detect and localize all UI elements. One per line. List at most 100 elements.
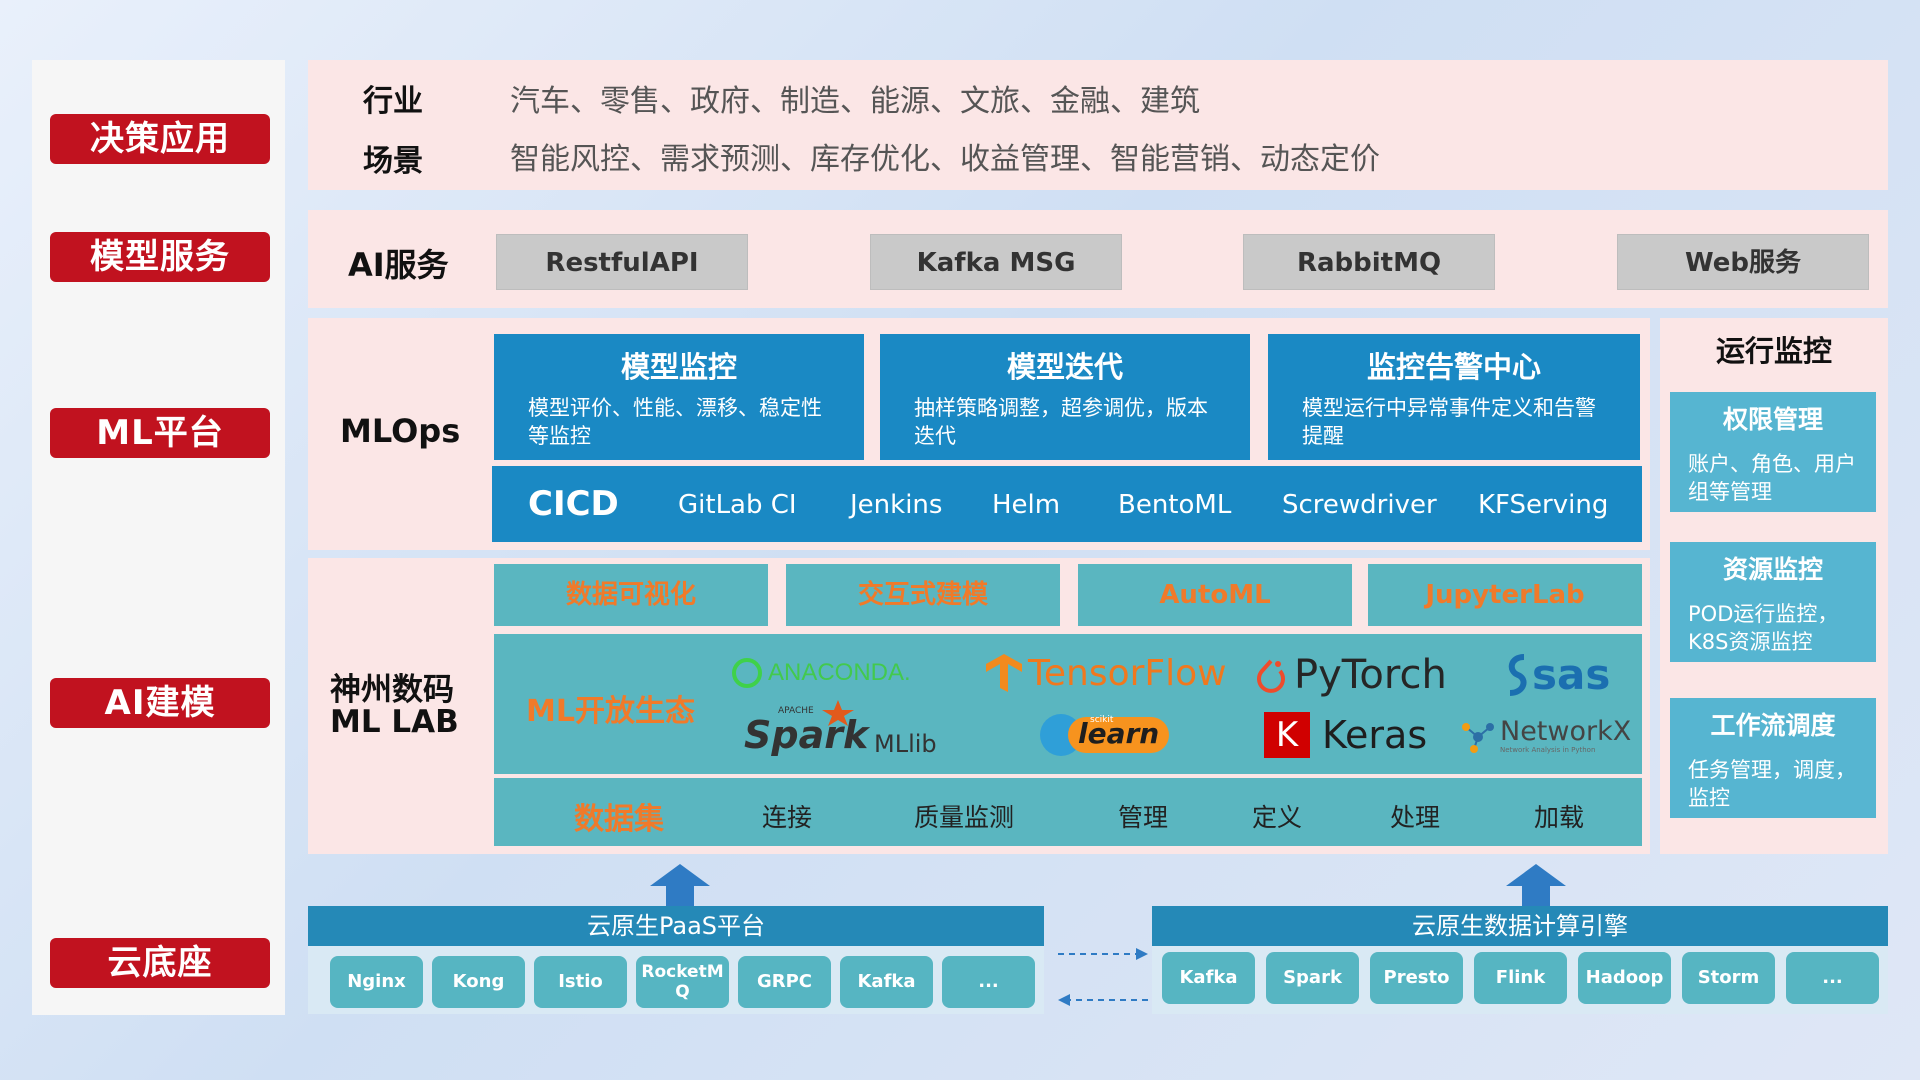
cicd-helm: Helm <box>992 490 1061 520</box>
resource-monitor-box: 资源监控 POD运行监控，K8S资源监控 <box>1670 542 1876 662</box>
tool-interactive-modeling: 交互式建模 <box>786 564 1060 626</box>
keras-text: Keras <box>1322 713 1428 757</box>
model-iterate-desc: 抽样策略调整，超参调优，版本迭代 <box>914 396 1208 448</box>
chip-storm: Storm <box>1682 952 1775 1004</box>
workflow-box: 工作流调度 任务管理，调度，监控 <box>1670 698 1876 818</box>
layer-label-cloud-base: 云底座 <box>50 938 270 988</box>
cicd-screwdriver: Screwdriver <box>1282 490 1437 520</box>
dataset-define: 定义 <box>1252 803 1303 832</box>
chip-kafka-paas: Kafka <box>840 956 933 1008</box>
permission-desc: 账户、角色、用户组等管理 <box>1688 452 1856 504</box>
layer-label-model-service: 模型服务 <box>50 232 270 282</box>
tool-automl: AutoML <box>1078 564 1352 626</box>
networkx-text-group: NetworkX Network Analysis in Python <box>1500 716 1632 755</box>
mllib-text: MLlib <box>874 730 937 758</box>
alert-center-title: 监控告警中心 <box>1366 350 1541 384</box>
cicd-label: CICD <box>528 484 619 524</box>
cicd-gitlab: GitLab CI <box>678 490 797 520</box>
service-web: Web服务 <box>1617 234 1869 290</box>
pytorch-logo: PyTorch <box>1254 652 1447 698</box>
ai-service-title: AI服务 <box>348 246 449 284</box>
tool-jupyterlab: JupyterLab <box>1368 564 1642 626</box>
mllab-title-line2: ML LAB <box>330 704 459 740</box>
chip-spark: Spark <box>1266 952 1359 1004</box>
layer-label-ml-platform: ML平台 <box>50 408 270 458</box>
chip-istio: Istio <box>534 956 627 1008</box>
service-kafka-msg: Kafka MSG <box>870 234 1122 290</box>
spark-apache-text: APACHE <box>778 706 814 716</box>
permission-box: 权限管理 账户、角色、用户组等管理 <box>1670 392 1876 512</box>
industry-items: 汽车、零售、政府、制造、能源、文旅、金融、建筑 <box>510 84 1200 119</box>
sklearn-logo: scikit learn <box>1040 714 1170 756</box>
tensorflow-logo: TensorFlow <box>984 652 1227 694</box>
layer-label-decision: 决策应用 <box>50 114 270 164</box>
tensorflow-icon <box>986 654 1022 692</box>
pytorch-text: PyTorch <box>1294 652 1447 698</box>
resource-monitor-title: 资源监控 <box>1722 555 1823 584</box>
dataset-connect: 连接 <box>762 803 813 832</box>
compute-chip-row: Kafka Spark Presto Flink Hadoop Storm ..… <box>1152 946 1888 1014</box>
dataset-bar: 数据集 连接 质量监测 管理 定义 处理 加载 <box>494 778 1642 846</box>
chip-more-paas: ... <box>942 956 1035 1008</box>
ai-service-block: AI服务 RestfulAPI Kafka MSG RabbitMQ Web服务 <box>308 210 1888 308</box>
networkx-icon <box>1462 723 1494 753</box>
spark-logo: APACHE Spark <box>744 706 868 754</box>
up-arrow-compute <box>1506 864 1566 906</box>
connector-arrows <box>1058 948 1148 1006</box>
ml-ecosystem-label: ML开放生态 <box>526 694 695 729</box>
layer-label-ai-modeling: AI建模 <box>50 678 270 728</box>
compute-title: 云原生数据计算引擎 <box>1152 906 1888 946</box>
chip-flink: Flink <box>1474 952 1567 1004</box>
service-restfulapi: RestfulAPI <box>496 234 748 290</box>
run-monitor-title: 运行监控 <box>1715 334 1832 368</box>
mlops-block: MLOps 模型监控 模型评价、性能、漂移、稳定性等监控 模型迭代 抽样策略调整… <box>308 318 1650 550</box>
anaconda-logo: ANACONDA. <box>732 658 911 688</box>
anaconda-text: ANACONDA. <box>768 659 911 686</box>
paas-chip-row: Nginx Kong Istio RocketMQ GRPC Kafka ... <box>308 946 1044 1014</box>
chip-nginx: Nginx <box>330 956 423 1008</box>
dataset-quality: 质量监测 <box>914 803 1015 832</box>
resource-monitor-desc: POD运行监控，K8S资源监控 <box>1688 602 1839 654</box>
industry-label: 行业 <box>363 84 423 119</box>
industry-block: 行业 汽车、零售、政府、制造、能源、文旅、金融、建筑 场景 智能风控、需求预测、… <box>308 60 1888 190</box>
model-iterate-title: 模型迭代 <box>1006 350 1123 384</box>
chip-kafka-compute: Kafka <box>1162 952 1255 1004</box>
chip-grpc: GRPC <box>738 956 831 1008</box>
tool-data-visualization: 数据可视化 <box>494 564 768 626</box>
pytorch-icon <box>1257 659 1285 693</box>
keras-icon: K <box>1264 712 1310 758</box>
dataset-manage: 管理 <box>1118 803 1169 832</box>
workflow-desc: 任务管理，调度，监控 <box>1688 758 1856 810</box>
sklearn-top-text: scikit <box>1090 715 1114 725</box>
mllab-block: 神州数码 ML LAB 数据可视化 交互式建模 AutoML JupyterLa… <box>308 558 1650 854</box>
scene-label: 场景 <box>363 144 423 179</box>
sklearn-badge: scikit learn <box>1068 715 1170 753</box>
tensorflow-text: TensorFlow <box>1028 652 1227 694</box>
model-monitor-desc: 模型评价、性能、漂移、稳定性等监控 <box>528 396 822 448</box>
dataset-label: 数据集 <box>574 802 664 837</box>
networkx-logo: NetworkX Network Analysis in Python <box>1460 718 1631 754</box>
up-arrow-paas <box>650 864 710 906</box>
dataset-load: 加载 <box>1534 803 1585 832</box>
cicd-jenkins: Jenkins <box>850 490 943 520</box>
networkx-text: NetworkX <box>1500 716 1632 747</box>
run-monitor-block: 运行监控 权限管理 账户、角色、用户组等管理 资源监控 POD运行监控，K8S资… <box>1660 318 1888 854</box>
dataset-process: 处理 <box>1390 803 1441 832</box>
mlops-title: MLOps <box>340 412 461 450</box>
spark-text: Spark <box>744 713 869 757</box>
networkx-sub-text: Network Analysis in Python <box>1500 746 1596 754</box>
alert-center-desc: 模型运行中异常事件定义和告警提醒 <box>1302 396 1596 448</box>
model-monitor-title: 模型监控 <box>620 350 737 384</box>
chip-presto: Presto <box>1370 952 1463 1004</box>
keras-logo: K Keras <box>1264 712 1427 758</box>
layer-column: 决策应用 模型服务 ML平台 AI建模 云底座 <box>32 60 285 1015</box>
ml-ecosystem-panel: ML开放生态 ANACONDA. TensorFlow PyTorch <box>494 634 1642 774</box>
anaconda-icon <box>732 658 762 688</box>
alert-center-box: 监控告警中心 模型运行中异常事件定义和告警提醒 <box>1268 334 1640 460</box>
cicd-kfserving: KFServing <box>1478 490 1609 520</box>
permission-title: 权限管理 <box>1722 405 1823 434</box>
service-rabbitmq: RabbitMQ <box>1243 234 1495 290</box>
paas-title: 云原生PaaS平台 <box>308 906 1044 946</box>
scene-items: 智能风控、需求预测、库存优化、收益管理、智能营销、动态定价 <box>510 142 1380 177</box>
cicd-bentoml: BentoML <box>1118 490 1232 520</box>
